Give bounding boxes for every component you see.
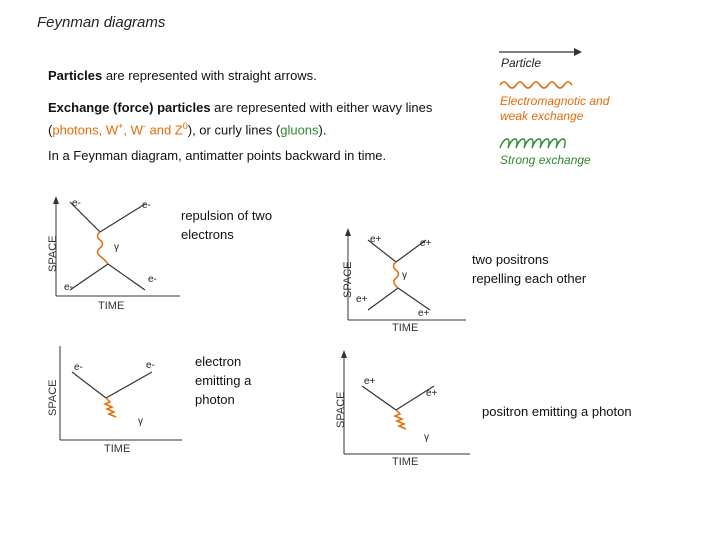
legend-em-line1: Electromagnotic and (500, 94, 610, 108)
particle-line (367, 287, 399, 311)
particle-label: e- (64, 282, 73, 293)
space-label: SPACE (47, 380, 59, 416)
gamma-label: γ (424, 432, 429, 443)
diagram-electron-emission: SPACE TIME e- e- γ (47, 346, 182, 455)
space-label: SPACE (335, 392, 347, 428)
gamma-label: γ (138, 416, 143, 427)
legend-strong-label: Strong exchange (500, 153, 591, 167)
particle-label: e+ (356, 294, 368, 305)
diagram-positron-emission: SPACE TIME e+ e+ γ (335, 350, 470, 468)
particle-line (395, 385, 435, 411)
photon-wavy-line (96, 231, 109, 265)
page-title: Feynman diagrams (37, 14, 166, 31)
particle-arrow-head (574, 48, 582, 56)
diagram-electron-repulsion: SPACE TIME e- e- γ e- e- (47, 196, 180, 312)
particle-line (71, 371, 107, 399)
particle-line (367, 239, 397, 263)
particle-label: e- (148, 274, 157, 285)
time-label: TIME (392, 456, 418, 468)
space-label: SPACE (342, 262, 354, 298)
curly-line-icon (499, 138, 566, 149)
caption-positron-emission: positron emitting a photon (482, 404, 632, 419)
time-label: TIME (392, 322, 418, 334)
legend-em-line2: weak exchange (500, 109, 584, 123)
photon-wavy-line (103, 397, 117, 418)
particle-label: e+ (426, 388, 438, 399)
particle-label: e+ (364, 376, 376, 387)
particle-line (105, 371, 153, 399)
particle-line (395, 239, 427, 263)
intro-paragraph-antimatter: In a Feynman diagram, antimatter points … (48, 148, 387, 163)
particle-label: e- (142, 200, 151, 211)
legend-particle-label: Particle (501, 56, 541, 70)
particle-label: e- (74, 362, 83, 373)
particle-line (397, 287, 431, 311)
wavy-line-icon (499, 81, 573, 89)
intro-paragraph-particles: Particles are represented with straight … (48, 68, 317, 83)
space-label: SPACE (47, 236, 59, 272)
diagram-positron-repulsion: SPACE TIME e+ e+ γ e+ e+ (342, 228, 466, 334)
particle-line (99, 203, 146, 233)
gamma-label: γ (402, 270, 407, 281)
particle-line (69, 263, 109, 291)
particle-line (361, 385, 397, 411)
legend: Particle Electromagnotic and weak exchan… (499, 48, 610, 167)
particle-label: e- (146, 360, 155, 371)
particle-line (69, 201, 101, 233)
particle-label: e+ (418, 308, 430, 319)
particle-label: e+ (370, 234, 382, 245)
particle-line (107, 263, 146, 291)
intro-paragraph-exchange: Exchange (force) particles are represent… (48, 100, 433, 138)
particle-label: e- (72, 198, 81, 209)
photon-wavy-line (392, 261, 400, 289)
particle-label: e+ (420, 238, 432, 249)
time-label: TIME (104, 443, 130, 455)
time-label: TIME (98, 300, 124, 312)
photon-wavy-line (393, 409, 407, 430)
gamma-label: γ (114, 242, 119, 253)
